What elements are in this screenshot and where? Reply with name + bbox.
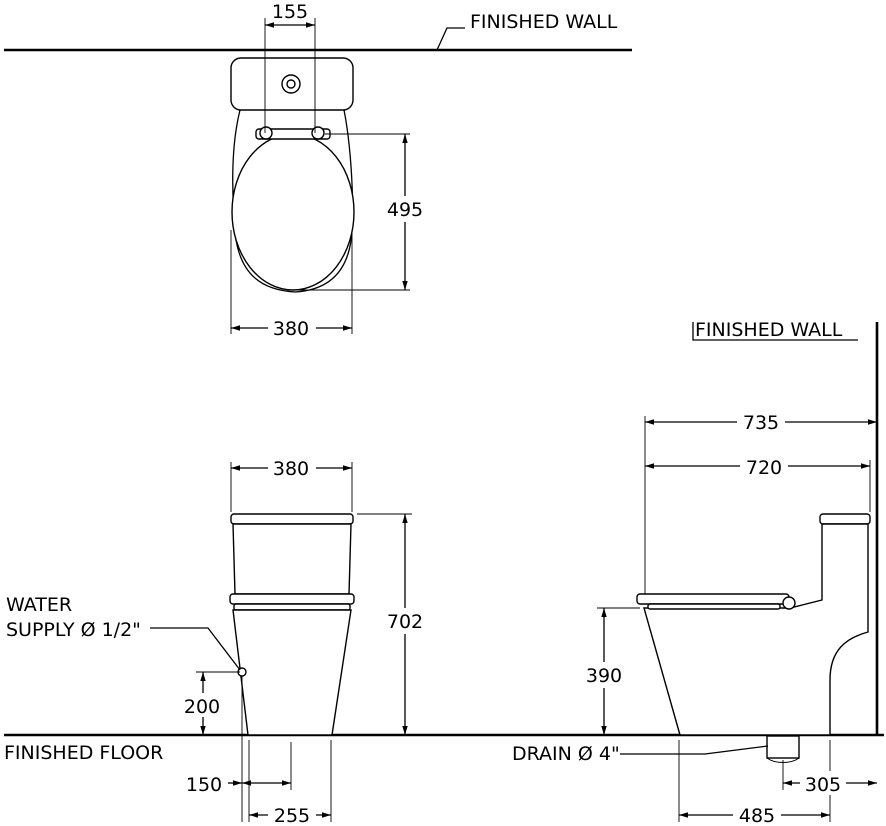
tank-lid-front <box>230 513 354 525</box>
finished-wall-label-side: FINISHED WALL <box>695 319 843 341</box>
top-view: FINISHED WALL 155 495 380 <box>4 1 632 340</box>
flush-button-inner-icon <box>286 79 296 89</box>
dim-drain-to-front: 485 <box>739 805 775 826</box>
wall-leader-top <box>436 27 465 51</box>
finished-wall-label-top: FINISHED WALL <box>470 11 618 33</box>
dim-front-height: 702 <box>387 611 423 633</box>
side-view: FINISHED WALL 735 720 390 DRAIN Ø 4" <box>512 319 879 826</box>
seat-side <box>636 593 790 605</box>
dim-supply-height: 200 <box>184 696 220 718</box>
tank-front <box>232 523 352 595</box>
water-supply-leader <box>150 627 241 671</box>
hinge-side-icon <box>782 596 796 610</box>
pedestal-front <box>232 609 352 736</box>
dim-seat-length: 495 <box>387 199 423 221</box>
drain-pipe <box>766 735 800 759</box>
drain-leader <box>620 745 769 755</box>
tank-lid-side <box>819 513 871 525</box>
dim-front-width: 380 <box>273 458 309 480</box>
dim-base-offset: 255 <box>274 805 310 826</box>
water-supply-label-line2: SUPPLY Ø 1/2" <box>6 619 141 641</box>
dim-top-width: 380 <box>273 318 309 340</box>
dim-top-hole-spacing: 155 <box>272 1 308 23</box>
hinge-left-icon <box>259 126 273 140</box>
seat-ring-side <box>647 603 781 610</box>
dim-supply-offset: 150 <box>186 774 222 796</box>
front-view: 380 702 WATER SUPPLY Ø 1/2" 200 150 255 <box>6 456 428 826</box>
seat-ring-front <box>233 603 351 611</box>
water-supply-label-line1: WATER <box>6 594 72 616</box>
body-side <box>643 523 869 736</box>
dim-body-depth: 720 <box>746 457 782 479</box>
finished-floor-label: FINISHED FLOOR <box>4 742 163 764</box>
seat-front <box>229 593 355 605</box>
dim-drain-to-wall: 305 <box>805 774 841 796</box>
dim-seat-height: 390 <box>586 665 622 687</box>
seat-lid-outline <box>231 133 355 291</box>
hinge-right-icon <box>311 126 325 140</box>
drain-label: DRAIN Ø 4" <box>512 743 620 765</box>
wall-leader-side <box>692 322 858 341</box>
dim-overall-depth: 735 <box>743 412 779 434</box>
